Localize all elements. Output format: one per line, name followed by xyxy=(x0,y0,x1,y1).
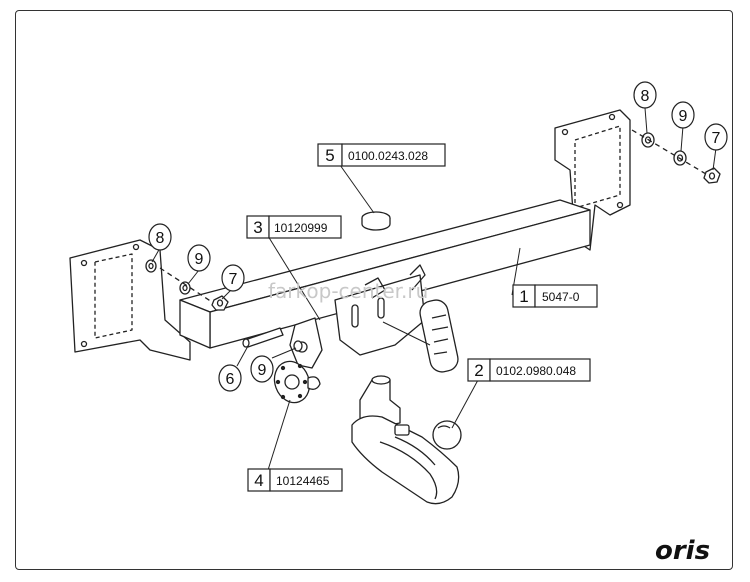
part-label-5: 5 0100.0243.028 xyxy=(317,143,446,167)
diagram-frame xyxy=(15,10,733,570)
callout-9-right-text: 9 xyxy=(679,108,688,125)
callout-9-left-text: 9 xyxy=(195,251,204,268)
callout-9-lower-text: 9 xyxy=(258,362,267,379)
callout-8-left xyxy=(148,223,172,251)
part-1-code: 5047-0 xyxy=(542,290,580,304)
tow-ball-neck xyxy=(351,375,462,505)
right-hardware xyxy=(631,129,721,184)
callout-9-left xyxy=(187,244,211,272)
brand-logo: oris xyxy=(655,536,710,566)
callout-9-lower xyxy=(250,355,274,383)
socket-plate xyxy=(273,360,321,404)
bolt xyxy=(242,327,284,348)
part-5-code: 0100.0243.028 xyxy=(348,149,428,163)
lower-washer xyxy=(293,340,303,352)
left-hardware xyxy=(145,259,229,311)
part-1-number: 1 xyxy=(519,287,528,306)
callout-7-right xyxy=(704,123,728,151)
label-sticker xyxy=(419,299,459,373)
part-2-number: 2 xyxy=(474,361,483,380)
part-4-number: 4 xyxy=(254,471,263,490)
part-3-code: 10120999 xyxy=(274,221,328,235)
blanking-plug xyxy=(361,211,391,231)
left-bracket xyxy=(69,239,191,361)
part-label-2: 2 0102.0980.048 xyxy=(467,358,591,382)
crossbar xyxy=(179,199,591,349)
callout-9-right xyxy=(671,101,695,129)
part-5-number: 5 xyxy=(325,146,334,165)
part-label-3: 3 10120999 xyxy=(246,215,342,239)
part-label-4: 4 10124465 xyxy=(247,468,343,492)
callout-8-right-text: 8 xyxy=(641,88,650,105)
callout-7-right-text: 7 xyxy=(712,130,721,147)
part-4-code: 10124465 xyxy=(276,474,330,488)
callout-6 xyxy=(218,364,242,392)
callout-8-left-text: 8 xyxy=(156,230,165,247)
callout-7-left xyxy=(221,264,245,292)
leader-lines xyxy=(151,107,717,471)
part-3-number: 3 xyxy=(253,218,262,237)
callout-8-right xyxy=(633,81,657,109)
watermark: farkop-center.ru xyxy=(268,279,428,303)
center-plate xyxy=(334,264,426,356)
part-2-code: 0102.0980.048 xyxy=(496,364,576,378)
callout-7-left-text: 7 xyxy=(229,271,238,288)
callout-6-text: 6 xyxy=(226,371,235,388)
part-label-1: 1 5047-0 xyxy=(512,284,598,308)
